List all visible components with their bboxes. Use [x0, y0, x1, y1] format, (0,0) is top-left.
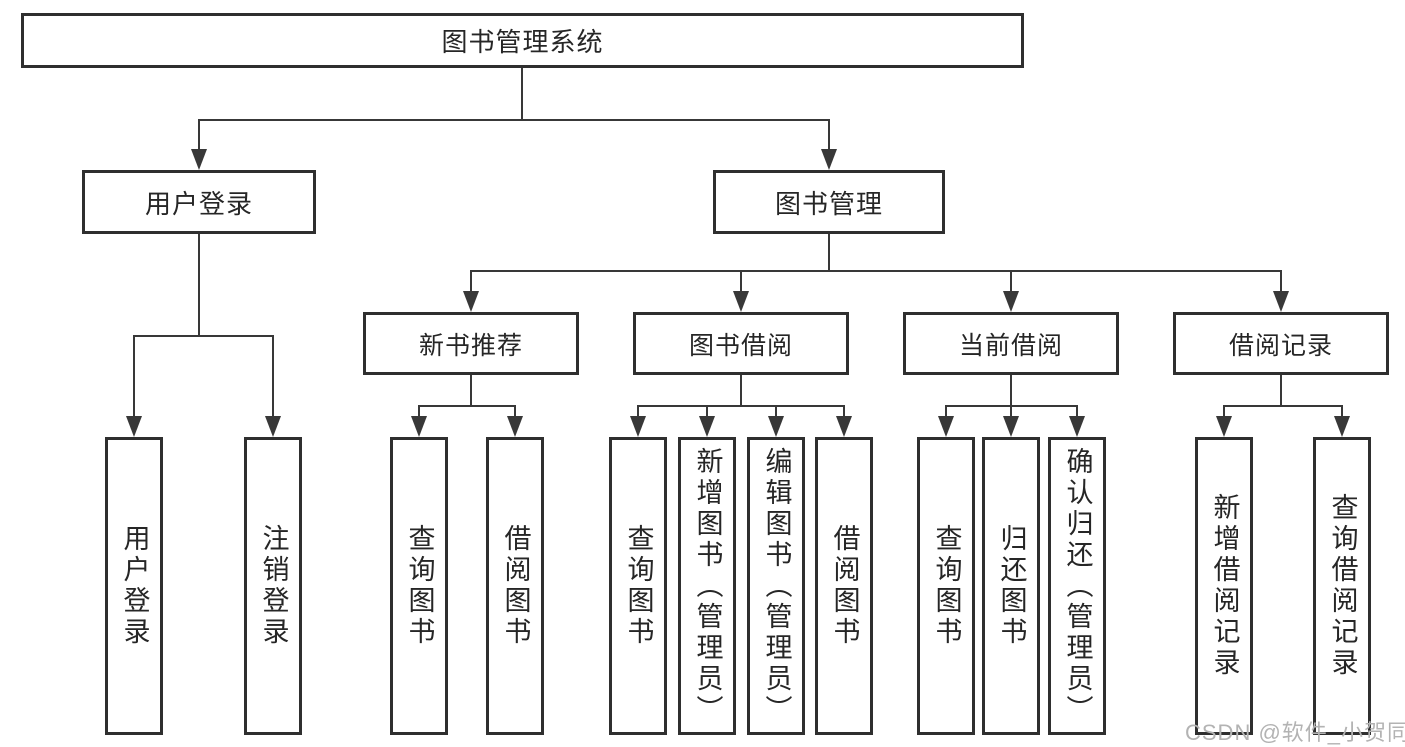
- arrow-down-icon: [630, 416, 646, 437]
- connector-line: [1010, 405, 1012, 417]
- node-label: 确认归还（管理员）: [1062, 446, 1093, 726]
- arrow-down-icon: [1334, 416, 1350, 437]
- connector-line: [1280, 270, 1282, 292]
- connector-line: [1076, 405, 1078, 417]
- connector-line: [1280, 375, 1282, 406]
- node-root: 图书管理系统: [21, 13, 1024, 68]
- node-label: 借阅图书: [829, 524, 860, 648]
- node-new-book-recommend: 新书推荐: [363, 312, 579, 375]
- node-label: 查询图书: [623, 524, 654, 648]
- connector-line: [198, 233, 200, 336]
- node-leaf-borrow-borrow: 借阅图书: [815, 437, 873, 735]
- arrow-down-icon: [699, 416, 715, 437]
- node-leaf-user-login: 用户登录: [105, 437, 163, 735]
- connector-line: [133, 335, 135, 416]
- node-label: 用户登录: [144, 188, 253, 219]
- arrow-down-icon: [507, 416, 523, 437]
- node-label: 查询借阅记录: [1327, 493, 1358, 679]
- node-label: 新增图书（管理员）: [692, 446, 723, 726]
- arrow-down-icon: [191, 149, 207, 170]
- node-leaf-logout: 注销登录: [244, 437, 302, 735]
- node-label: 编辑图书（管理员）: [761, 446, 792, 726]
- node-label: 借阅记录: [1228, 331, 1333, 360]
- connector-line: [198, 119, 200, 151]
- arrow-down-icon: [768, 416, 784, 437]
- node-label: 用户登录: [119, 524, 150, 648]
- connector-line: [1341, 405, 1343, 417]
- node-leaf-borrow-add: 新增图书（管理员）: [678, 437, 736, 735]
- node-leaf-borrow-query: 查询图书: [609, 437, 667, 735]
- connector-line: [521, 68, 523, 120]
- node-leaf-newbooks-borrow: 借阅图书: [486, 437, 544, 735]
- connector-line: [470, 270, 472, 292]
- node-leaf-records-query: 查询借阅记录: [1313, 437, 1371, 735]
- node-label: 图书管理: [774, 188, 883, 219]
- node-label: 借阅图书: [500, 524, 531, 648]
- connector-line: [775, 405, 777, 417]
- node-label: 新书推荐: [418, 331, 523, 360]
- connector-line: [1223, 405, 1225, 417]
- arrow-down-icon: [411, 416, 427, 437]
- connector-line: [418, 405, 420, 417]
- arrow-down-icon: [733, 291, 749, 312]
- connector-line: [945, 405, 947, 417]
- node-label: 查询图书: [404, 524, 435, 648]
- connector-line: [470, 375, 472, 406]
- connector-line: [1223, 405, 1343, 407]
- node-label: 新增借阅记录: [1209, 493, 1240, 679]
- connector-line: [1010, 270, 1012, 292]
- node-label: 查询图书: [931, 524, 962, 648]
- node-leaf-current-confirm: 确认归还（管理员）: [1048, 437, 1106, 735]
- connector-line: [740, 270, 742, 292]
- csdn-watermark: CSDN @软件_小贺同学: [1185, 720, 1405, 745]
- connector-line: [706, 405, 708, 417]
- node-leaf-newbooks-query: 查询图书: [390, 437, 448, 735]
- node-label: 归还图书: [996, 524, 1027, 648]
- node-book-management: 图书管理: [713, 170, 945, 234]
- node-label: 图书借阅: [688, 331, 793, 360]
- arrow-down-icon: [1003, 416, 1019, 437]
- connector-line: [418, 405, 516, 407]
- arrow-down-icon: [463, 291, 479, 312]
- connector-line: [740, 375, 742, 406]
- connector-line: [272, 335, 274, 416]
- connector-line: [470, 270, 1282, 272]
- arrow-down-icon: [265, 416, 281, 437]
- connector-line: [637, 405, 639, 417]
- node-label: 图书管理系统: [441, 27, 604, 57]
- node-user-login: 用户登录: [82, 170, 316, 234]
- arrow-down-icon: [1003, 291, 1019, 312]
- connector-line: [133, 335, 274, 337]
- node-book-borrow: 图书借阅: [633, 312, 849, 375]
- node-leaf-current-return: 归还图书: [982, 437, 1040, 735]
- connector-line: [828, 119, 830, 151]
- connector-line: [828, 233, 830, 272]
- node-borrow-records: 借阅记录: [1173, 312, 1389, 375]
- connector-line: [843, 405, 845, 417]
- node-leaf-current-query: 查询图书: [917, 437, 975, 735]
- node-leaf-borrow-edit: 编辑图书（管理员）: [747, 437, 805, 735]
- node-label: 当前借阅: [958, 331, 1063, 360]
- arrow-down-icon: [938, 416, 954, 437]
- arrow-down-icon: [821, 149, 837, 170]
- node-label: 注销登录: [258, 524, 289, 648]
- connector-line: [198, 119, 830, 121]
- connector-line: [637, 405, 845, 407]
- arrow-down-icon: [1216, 416, 1232, 437]
- node-current-borrow: 当前借阅: [903, 312, 1119, 375]
- arrow-down-icon: [836, 416, 852, 437]
- connector-line: [514, 405, 516, 417]
- arrow-down-icon: [1273, 291, 1289, 312]
- node-leaf-records-add: 新增借阅记录: [1195, 437, 1253, 735]
- connector-line: [1010, 375, 1012, 406]
- arrow-down-icon: [1069, 416, 1085, 437]
- arrow-down-icon: [126, 416, 142, 437]
